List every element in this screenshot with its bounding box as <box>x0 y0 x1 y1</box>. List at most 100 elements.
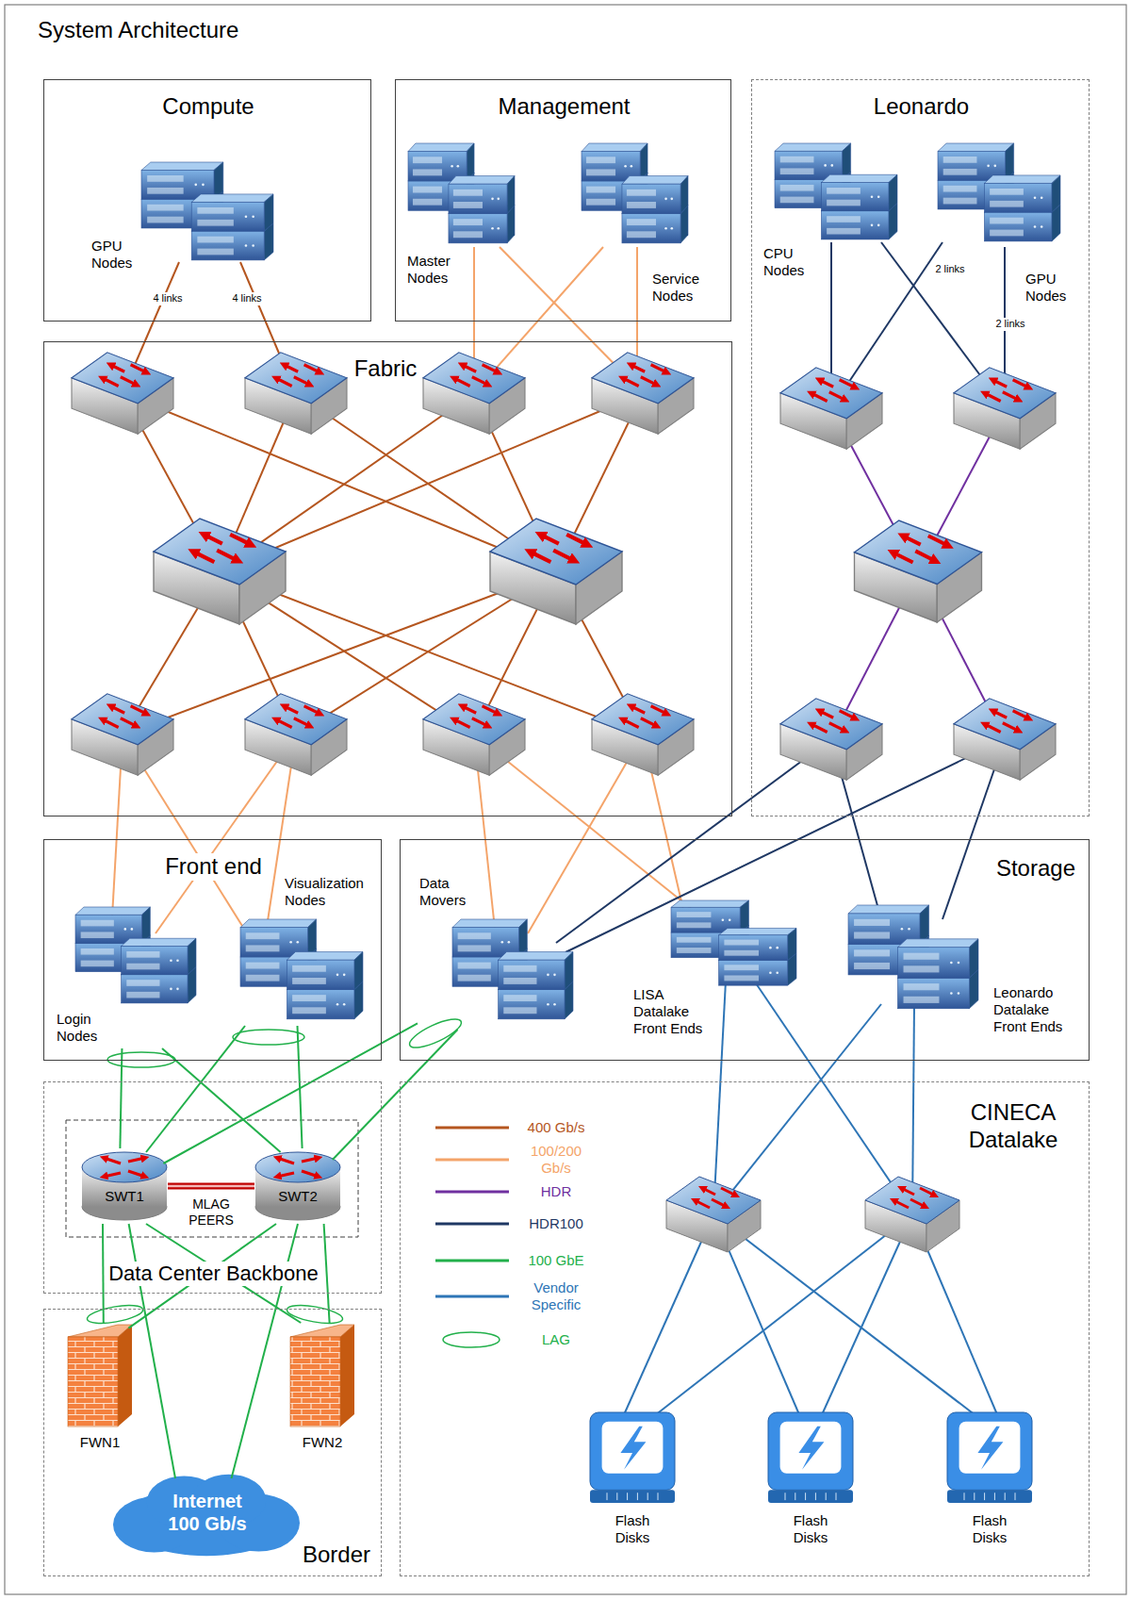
group-box: Front endLogin NodesVisualization Nodes <box>43 838 382 1061</box>
switch-arrow <box>110 705 125 714</box>
server-side <box>1051 175 1061 213</box>
server-top <box>848 904 930 914</box>
switch-top <box>490 518 623 585</box>
legend-swatch <box>435 1259 509 1263</box>
server-led <box>508 940 511 944</box>
network-link <box>713 1003 882 1214</box>
server-icon <box>848 904 979 1009</box>
drive-bay <box>458 932 492 939</box>
server-led <box>670 227 673 230</box>
switch-arrow <box>120 718 137 727</box>
switch-icon <box>423 352 525 434</box>
switch-arrow <box>839 379 856 389</box>
switch-arrow <box>839 710 856 720</box>
switch-arrow <box>529 551 551 562</box>
switch-arrow <box>928 535 950 546</box>
disk-base <box>947 1489 1033 1503</box>
server-led <box>901 927 904 931</box>
switch-arrow <box>283 364 298 373</box>
group-box: Data Center BackboneSWT1SWT2 <box>43 1081 382 1294</box>
router-arrow <box>301 1170 319 1177</box>
switch-arrow <box>829 722 846 732</box>
lightning <box>620 1426 646 1470</box>
drive-bay <box>245 974 280 982</box>
network-link <box>713 980 726 1214</box>
server-led <box>670 197 673 201</box>
drive-bay <box>676 911 712 918</box>
firewall-node: FWN1 <box>64 1322 136 1457</box>
drive-bay <box>292 1006 327 1014</box>
switch-arrow <box>983 723 1000 733</box>
switch-arrow <box>721 1187 737 1196</box>
legend-swatch <box>435 1190 509 1194</box>
server-led <box>553 1002 557 1006</box>
router-icon <box>81 1151 167 1220</box>
network-connection <box>167 1182 255 1190</box>
switch-arrow <box>304 705 321 715</box>
server-front <box>191 230 264 261</box>
disk-slot <box>815 1491 817 1500</box>
switch-arrow <box>640 377 657 386</box>
switch-arrow <box>453 377 470 387</box>
drive-bay <box>412 168 443 176</box>
server-icon <box>408 143 515 244</box>
disk-slot <box>606 1491 608 1500</box>
server-side <box>507 176 515 214</box>
router-arrow <box>301 1157 319 1162</box>
edge-label: MLAG PEERS <box>180 1196 242 1229</box>
server-led <box>775 971 779 975</box>
drive-bay <box>196 219 234 227</box>
switch-top <box>153 518 286 585</box>
server-side <box>213 162 224 199</box>
server-icon <box>452 918 574 1019</box>
switch-arrow <box>472 718 489 727</box>
drive-bay <box>780 167 815 175</box>
switch-top <box>423 693 525 745</box>
router-arrow <box>128 1157 146 1162</box>
server-led <box>450 164 454 168</box>
network-connection <box>146 1025 246 1152</box>
switch-icon <box>71 693 174 775</box>
drive-bay <box>412 156 443 164</box>
drive-bay <box>943 168 978 176</box>
legend-text: 400 Gb/s <box>527 1118 586 1136</box>
server-led <box>830 163 834 167</box>
node-label: Leonardo Datalake Front Ends <box>993 983 1073 1035</box>
drive-bay <box>676 947 712 953</box>
outer-frame <box>4 4 1127 1594</box>
server-top <box>286 951 363 961</box>
server-front <box>897 947 969 978</box>
switch-arrow <box>120 377 137 386</box>
server-front <box>719 959 788 985</box>
lag-ring <box>232 1029 305 1045</box>
mlag-core <box>167 1184 255 1188</box>
server-led <box>496 197 500 201</box>
switch-arrow <box>283 705 298 714</box>
server-front <box>191 201 264 231</box>
server-icon <box>581 143 689 244</box>
disk-slot <box>835 1491 837 1500</box>
switch-icon <box>953 367 1056 449</box>
server-led <box>775 946 779 950</box>
firewall-side <box>340 1324 355 1427</box>
drive-bay <box>147 216 184 224</box>
drive-bay <box>626 189 656 197</box>
link-count: 2 links <box>994 317 1026 330</box>
server-front <box>448 213 508 244</box>
drive-bay <box>989 229 1024 237</box>
network-link <box>527 734 643 934</box>
drive-bay <box>943 185 978 193</box>
drive-bay <box>586 156 616 164</box>
node-label: Service Nodes <box>652 270 715 305</box>
switch-arrow <box>810 723 827 733</box>
group-title: Border <box>298 1540 375 1569</box>
firewall-icon <box>67 1324 132 1427</box>
switch-arrow <box>910 1198 926 1207</box>
link-count: 4 links <box>151 292 183 305</box>
group-title: Leonardo <box>869 93 973 121</box>
drive-bay <box>780 196 815 204</box>
server-side <box>739 900 749 933</box>
switch-arrow <box>566 534 588 545</box>
disk-slot <box>994 1491 996 1500</box>
